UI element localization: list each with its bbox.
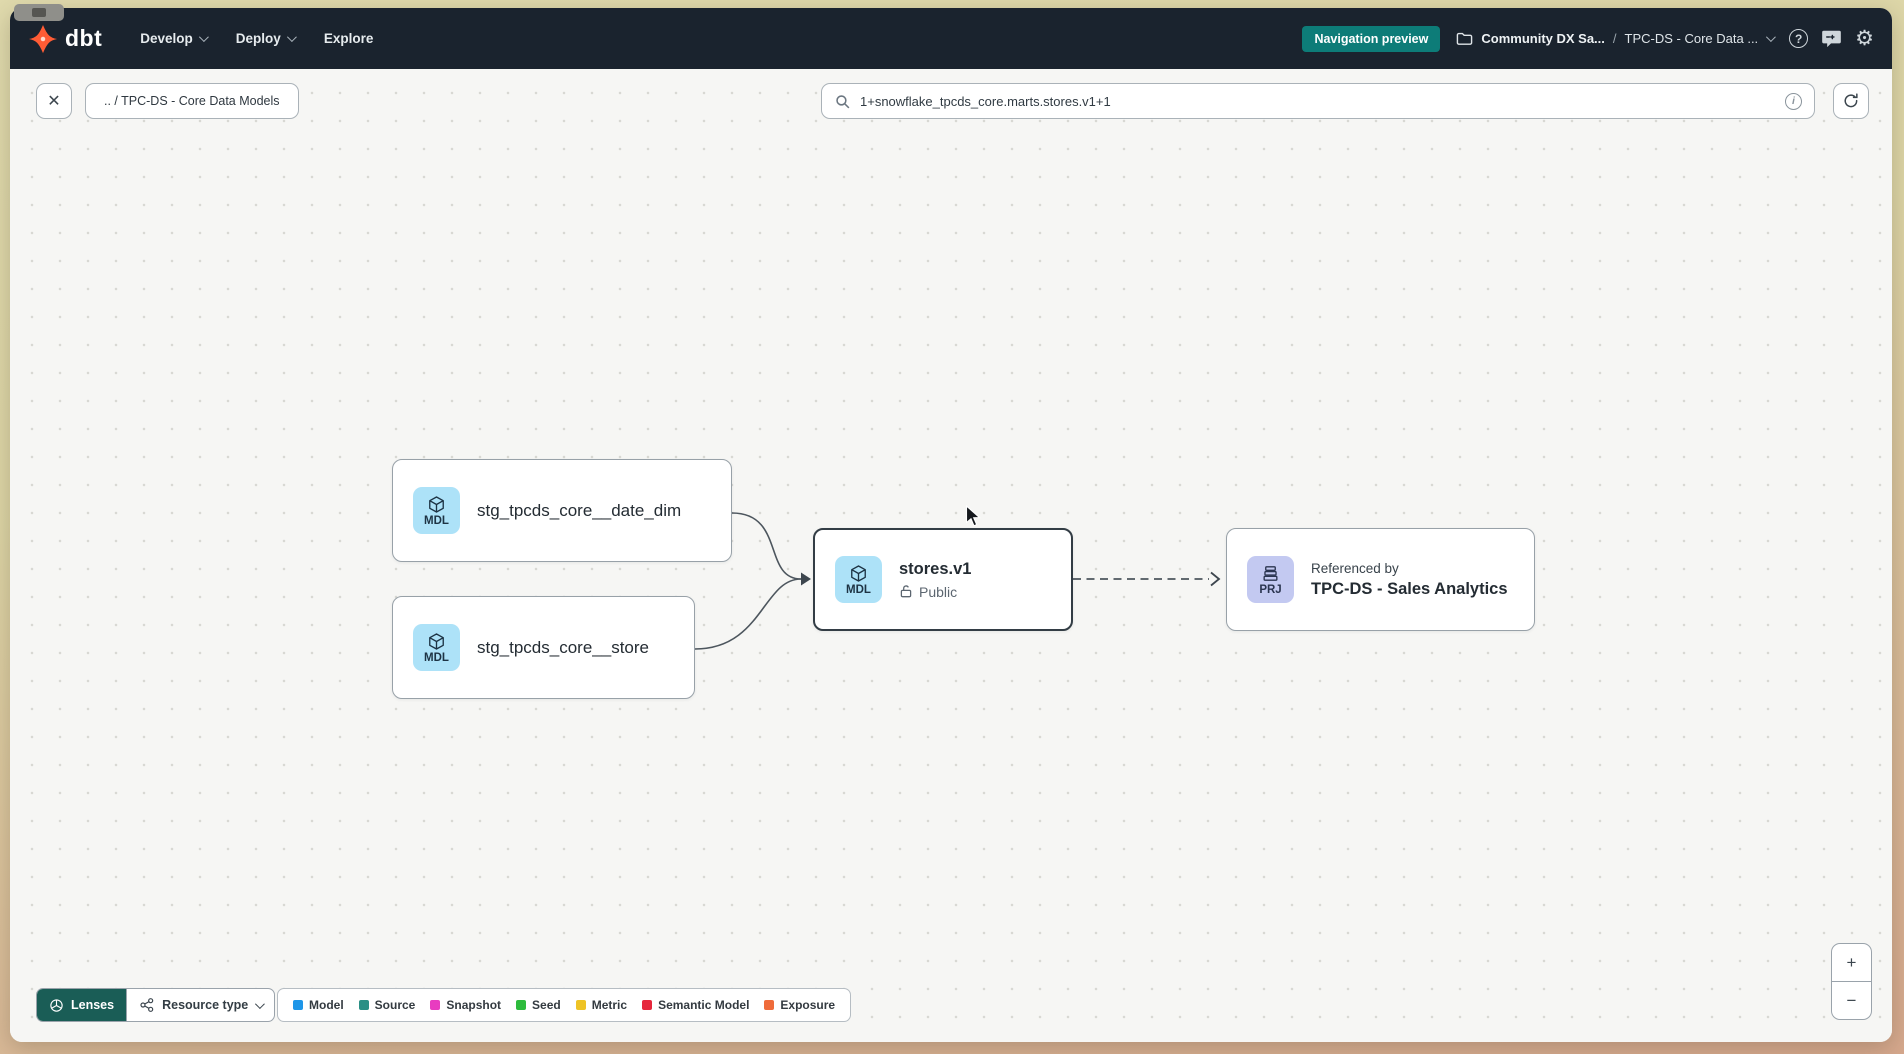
settings-gear-icon[interactable]: ⚙ [1855,27,1874,50]
visibility-label: Public [919,583,958,600]
unlock-icon [900,585,912,598]
arrowhead-icon [1210,571,1221,587]
legend-swatch [358,1000,369,1010]
main-menu: Develop Deploy Explore [140,31,373,46]
cube-icon [429,632,444,650]
cube-icon [851,564,866,582]
dbt-app-window: dbt Develop Deploy Explore Navigation pr… [10,8,1892,1042]
legend-metric: Metric [575,998,627,1012]
cube-icon [429,495,444,513]
feedback-chat-icon[interactable] [1821,29,1842,48]
menu-deploy[interactable]: Deploy [236,31,297,46]
menu-develop[interactable]: Develop [140,31,209,46]
arrowhead-icon [801,572,811,586]
close-lineage-button[interactable]: ✕ [36,83,72,119]
node-label: TPC-DS - Sales Analytics [1311,579,1508,598]
node-text-block: Referenced by TPC-DS - Sales Analytics [1311,561,1508,599]
zoom-controls: + − [1831,943,1872,1020]
chevron-down-icon[interactable] [1766,32,1777,43]
info-icon[interactable]: i [1785,92,1802,110]
chevron-down-icon [198,32,209,43]
referenced-by-label: Referenced by [1311,560,1399,576]
legend-seed: Seed [516,998,561,1012]
legend-swatch [430,1000,441,1010]
nav-right-cluster: Navigation preview Community DX Sa... / … [1302,25,1874,52]
lens-controls: Lenses Resource type [36,988,276,1022]
chevron-down-icon [255,998,266,1009]
legend-model: Model [293,998,344,1012]
refresh-icon [1844,93,1858,108]
node-label: stores.v1 [899,559,972,578]
navigation-preview-badge[interactable]: Navigation preview [1302,25,1441,52]
node-stores-v1[interactable]: MDL stores.v1 Public [813,528,1073,631]
visibility-row: Public [899,584,971,600]
top-navigation-bar: dbt Develop Deploy Explore Navigation pr… [10,8,1892,69]
legend-swatch [764,1000,775,1010]
nav-icon-group: ? ⚙ [1789,28,1874,49]
brand-wordmark: dbt [65,25,103,51]
breadcrumb-project[interactable]: TPC-DS - Core Data ... [1624,31,1759,46]
legend-swatch [293,1000,303,1010]
breadcrumb-separator: / [1612,31,1617,46]
legend-swatch [516,1000,527,1010]
resource-type-legend: Model Source Snapshot Seed Metric Semant… [277,988,852,1022]
breadcrumb[interactable]: Community DX Sa... / TPC-DS - Core Data … [1456,31,1777,46]
zoom-in-button[interactable]: + [1832,944,1871,982]
project-badge: PRJ [1247,556,1294,603]
capture-icon [32,8,46,17]
legend-swatch [642,1000,653,1010]
stack-icon [1263,565,1278,581]
chevron-down-icon [286,32,297,43]
search-icon [836,94,850,108]
legend-source: Source [358,998,415,1012]
node-text-block: stores.v1 Public [899,560,971,600]
legend-exposure: Exposure [764,998,835,1012]
node-referenced-project[interactable]: PRJ Referenced by TPC-DS - Sales Analyti… [1226,528,1535,631]
model-badge: MDL [835,556,882,603]
breadcrumb-account[interactable]: Community DX Sa... [1481,31,1605,46]
help-icon[interactable]: ? [1789,29,1809,48]
lineage-edges [694,512,1221,650]
legend-swatch [575,1000,586,1010]
dbt-logo-icon [28,24,58,53]
zoom-out-button[interactable]: − [1846,990,1857,1010]
lineage-path-chip[interactable]: .. / TPC-DS - Core Data Models [85,83,299,119]
screen-capture-tab [14,4,64,21]
node-label: stg_tpcds_core__store [477,637,649,657]
legend-snapshot: Snapshot [430,998,501,1012]
lineage-search-bar: i [821,83,1815,119]
lenses-button[interactable]: Lenses [37,989,127,1021]
resource-type-dropdown[interactable]: Resource type [126,989,274,1021]
node-stg-tpcds-core-store[interactable]: MDL stg_tpcds_core__store [392,596,695,699]
search-input[interactable] [860,93,1776,109]
resource-type-icon [140,998,154,1012]
lens-aperture-icon [50,998,63,1012]
model-badge: MDL [413,624,460,671]
node-stg-tpcds-core-date-dim[interactable]: MDL stg_tpcds_core__date_dim [392,459,732,562]
menu-explore[interactable]: Explore [323,31,374,46]
refresh-lineage-button[interactable] [1833,83,1869,119]
dbt-logo[interactable]: dbt [28,24,102,54]
legend-semantic-model: Semantic Model [642,998,749,1012]
node-label: stg_tpcds_core__date_dim [477,500,682,520]
folder-icon [1457,32,1473,45]
model-badge: MDL [413,487,460,534]
